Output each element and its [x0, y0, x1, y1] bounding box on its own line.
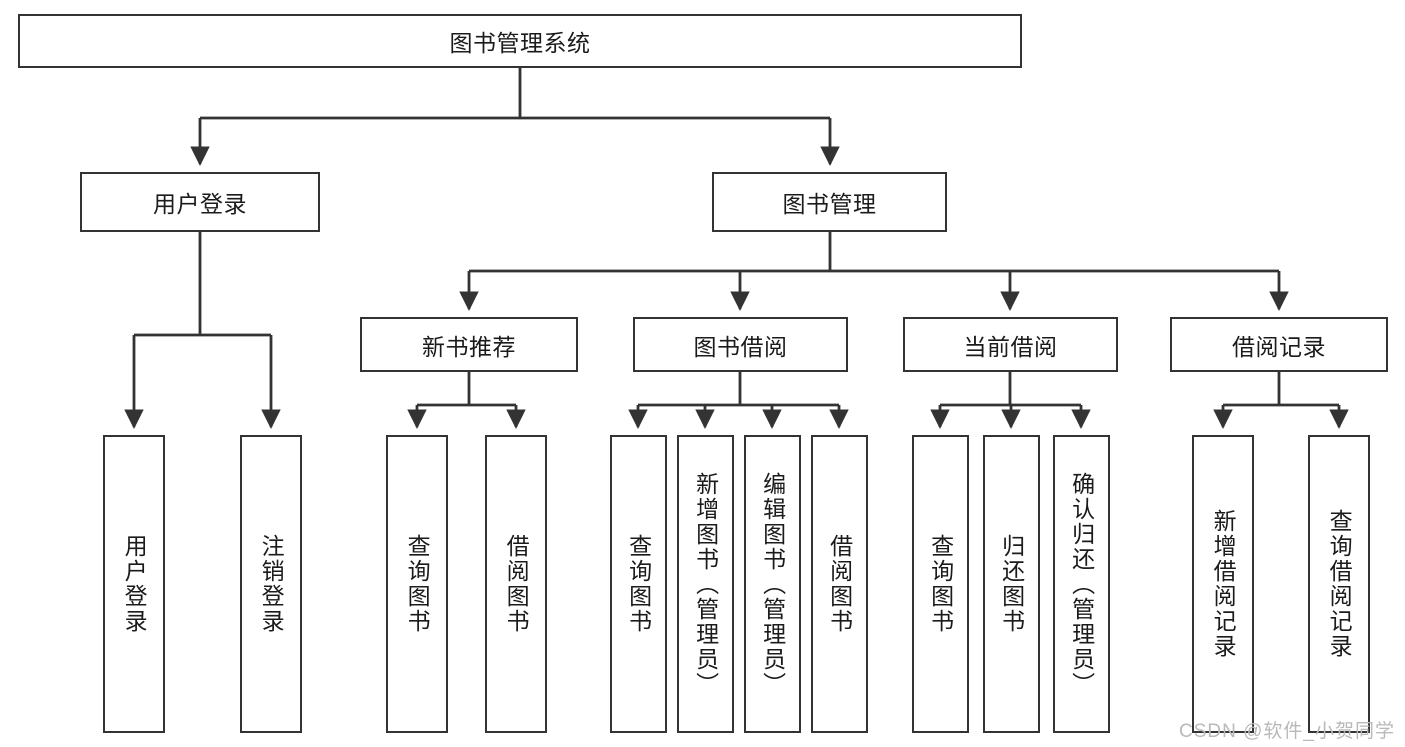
node-borrow-record-label: 借阅记录 — [1232, 333, 1326, 360]
node-leaf-borrow-book-rec-label: 借阅图书 — [503, 534, 530, 634]
node-leaf-query-record-label: 查询借阅记录 — [1326, 509, 1353, 659]
node-leaf-add-book[interactable]: 新增图书（管理员） — [677, 435, 734, 733]
node-book-manage[interactable]: 图书管理 — [712, 172, 947, 232]
node-leaf-confirm-return-label: 确认归还（管理员） — [1068, 471, 1095, 697]
node-leaf-query-book-borrow-label: 查询图书 — [625, 534, 652, 634]
node-new-book-rec[interactable]: 新书推荐 — [360, 317, 578, 372]
node-book-manage-label: 图书管理 — [782, 191, 877, 217]
node-book-borrow[interactable]: 图书借阅 — [633, 317, 848, 372]
node-book-borrow-label: 图书借阅 — [693, 333, 788, 360]
node-leaf-borrow-book-label: 借阅图书 — [826, 534, 853, 634]
node-current-borrow-label: 当前借阅 — [963, 333, 1058, 360]
node-user-login[interactable]: 用户登录 — [80, 172, 320, 232]
node-leaf-add-record-label: 新增借阅记录 — [1210, 509, 1237, 659]
node-leaf-logout-label: 注销登录 — [258, 534, 285, 634]
node-leaf-return-book-label: 归还图书 — [998, 534, 1025, 634]
node-root[interactable]: 图书管理系统 — [18, 14, 1022, 68]
node-leaf-return-book[interactable]: 归还图书 — [983, 435, 1040, 733]
node-leaf-user-login[interactable]: 用户登录 — [103, 435, 165, 733]
node-leaf-user-login-label: 用户登录 — [121, 534, 148, 634]
node-leaf-query-book-borrow[interactable]: 查询图书 — [610, 435, 667, 733]
node-leaf-logout[interactable]: 注销登录 — [240, 435, 302, 733]
node-leaf-query-book-cur-label: 查询图书 — [927, 534, 954, 634]
node-leaf-borrow-book[interactable]: 借阅图书 — [811, 435, 868, 733]
node-leaf-query-book-rec[interactable]: 查询图书 — [386, 435, 448, 733]
node-leaf-add-record[interactable]: 新增借阅记录 — [1192, 435, 1254, 733]
node-leaf-query-record[interactable]: 查询借阅记录 — [1308, 435, 1370, 733]
node-leaf-borrow-book-rec[interactable]: 借阅图书 — [485, 435, 547, 733]
node-leaf-confirm-return[interactable]: 确认归还（管理员） — [1053, 435, 1110, 733]
node-leaf-add-book-label: 新增图书（管理员） — [692, 471, 719, 697]
node-new-book-rec-label: 新书推荐 — [422, 333, 516, 360]
node-borrow-record[interactable]: 借阅记录 — [1170, 317, 1388, 372]
node-leaf-query-book-cur[interactable]: 查询图书 — [912, 435, 969, 733]
node-leaf-edit-book[interactable]: 编辑图书（管理员） — [744, 435, 801, 733]
node-leaf-edit-book-label: 编辑图书（管理员） — [759, 471, 786, 697]
node-current-borrow[interactable]: 当前借阅 — [903, 317, 1118, 372]
node-leaf-query-book-rec-label: 查询图书 — [404, 534, 431, 634]
node-user-login-label: 用户登录 — [153, 191, 247, 217]
node-root-label: 图书管理系统 — [449, 30, 591, 56]
